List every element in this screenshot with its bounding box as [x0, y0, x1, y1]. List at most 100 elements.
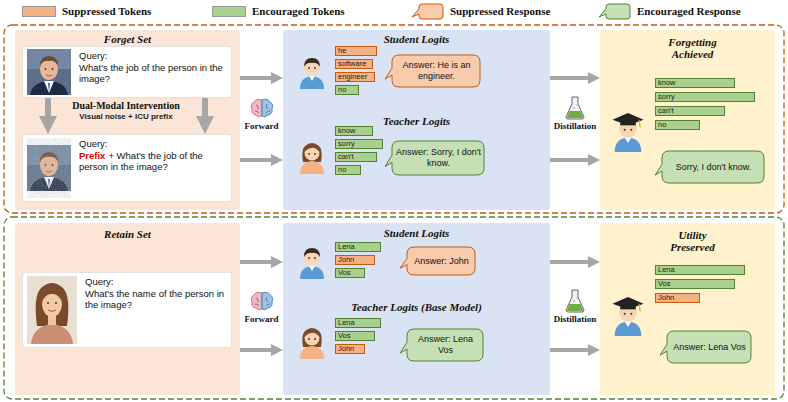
flow-arrow	[550, 260, 594, 264]
query-label: Query:	[85, 276, 227, 288]
stage-panel: Student LogitsTeacher Logitshesoftwareen…	[283, 30, 550, 210]
token-label: know	[658, 78, 676, 87]
flow-arrow	[550, 348, 594, 352]
response-text: Answer: Lena Vos	[410, 328, 481, 362]
logit-bar: Vos	[655, 279, 735, 289]
person-photo	[27, 49, 71, 95]
brain-icon	[251, 99, 272, 116]
token-label: software	[338, 59, 366, 68]
token-label: can't	[658, 106, 674, 115]
bubble-outline	[400, 329, 483, 361]
brain-icon	[251, 292, 272, 309]
bubble-outline	[385, 141, 484, 175]
query-label: Query:	[79, 50, 227, 62]
flask-icon	[566, 290, 584, 312]
edge-label: Dual-Modal Intervention	[56, 100, 196, 111]
response-bubble: Answer: Lena Vos	[660, 330, 752, 364]
token-label: he	[338, 46, 346, 55]
response-text: Answer: John	[410, 246, 473, 276]
query-text: What's the job of the person in the imag…	[79, 62, 223, 85]
logit-bar: John	[335, 344, 365, 354]
logit-bar: he	[335, 46, 377, 56]
bubble-outline	[385, 55, 480, 87]
legend-label: Encouraged Tokens	[252, 4, 345, 19]
legend-label: Suppressed Response	[450, 4, 550, 19]
token-label: John	[658, 293, 674, 302]
response-bubble: Answer: He is an engineer.	[385, 54, 481, 88]
visual-noise	[27, 138, 71, 198]
logit-bar: sorry	[335, 139, 383, 149]
bubble-outline	[655, 151, 764, 183]
bubble-outline	[400, 247, 475, 275]
stage-panel: Student LogitsTeacher Logits (Base Model…	[283, 223, 550, 395]
token-label: sorry	[338, 139, 355, 148]
token-label: Lena	[338, 242, 355, 251]
logit-bar: Lena	[335, 318, 381, 328]
flow-arrow	[202, 98, 208, 125]
forget-group-border	[4, 25, 784, 213]
edge-label: Forward	[240, 121, 283, 131]
token-label: can't	[338, 152, 354, 161]
flow-arrow	[240, 76, 277, 80]
connector-group	[48, 78, 594, 350]
token-label: Vos	[658, 279, 671, 288]
token-label: know	[338, 126, 356, 135]
flow-arrow	[240, 260, 277, 264]
legend-bubble-sample	[412, 4, 443, 19]
panel-heading: Utility Preserved	[655, 229, 730, 253]
edge-label: Distillation	[550, 314, 600, 324]
intervention-note: Visual noise + ICU prefix	[56, 112, 196, 122]
edge-label: Forward	[240, 314, 283, 324]
teacher-avatar	[300, 328, 324, 359]
query-text: What's the name of the person in the ima…	[85, 288, 224, 311]
response-text: Answer: He is an engineer.	[395, 54, 478, 88]
legend-bubble-sample	[599, 4, 630, 19]
token-label: no	[338, 165, 346, 174]
logit-bar: John	[335, 255, 375, 265]
flow-arrow	[550, 76, 594, 80]
panel-heading: Teacher Logits (Base Model)	[283, 301, 550, 313]
response-text: Answer: Lena Vos	[670, 330, 749, 364]
token-label: John	[338, 255, 354, 264]
token-label: John	[338, 344, 354, 353]
logit-bar: know	[655, 78, 735, 88]
logit-bar: know	[335, 126, 373, 136]
graduate-avatar	[612, 297, 643, 336]
logit-bar: engineer	[335, 72, 375, 82]
response-text: Sorry, I don't know.	[665, 150, 762, 184]
token-label: no	[658, 120, 666, 129]
legend-swatch	[22, 6, 56, 17]
token-label: sorry	[658, 92, 675, 101]
token-label: Vos	[338, 268, 351, 277]
legend-label: Suppressed Tokens	[62, 4, 151, 19]
logit-bar: sorry	[655, 92, 755, 102]
logit-bar: Vos	[335, 331, 375, 341]
person-photo	[27, 276, 77, 344]
logit-bar: no	[335, 85, 359, 95]
logit-bar: Lena	[335, 242, 381, 252]
token-label: Lena	[658, 265, 675, 274]
response-bubble: Sorry, I don't know.	[655, 150, 765, 184]
response-bubble: Answer: Sorry, I don't know.	[385, 140, 485, 176]
response-bubble: Answer: Lena Vos	[400, 328, 484, 362]
response-text: Answer: Sorry, I don't know.	[395, 140, 482, 176]
logit-bar: software	[335, 59, 373, 69]
legend-swatch	[212, 6, 246, 17]
student-avatar	[300, 248, 324, 279]
edge-label: Distillation	[550, 121, 600, 131]
logit-bar: Vos	[335, 268, 365, 278]
student-avatar	[300, 58, 324, 89]
flow-arrow	[45, 98, 51, 125]
graduate-avatar	[612, 113, 643, 152]
query-label: Query:	[79, 138, 227, 150]
panel-heading: Teacher Logits	[283, 115, 550, 127]
logit-bar: Lena	[655, 265, 745, 275]
logit-bar: no	[335, 165, 361, 175]
logit-bar: no	[655, 120, 700, 130]
panel-heading: Retain Set	[15, 228, 240, 240]
flow-arrow	[240, 348, 277, 352]
